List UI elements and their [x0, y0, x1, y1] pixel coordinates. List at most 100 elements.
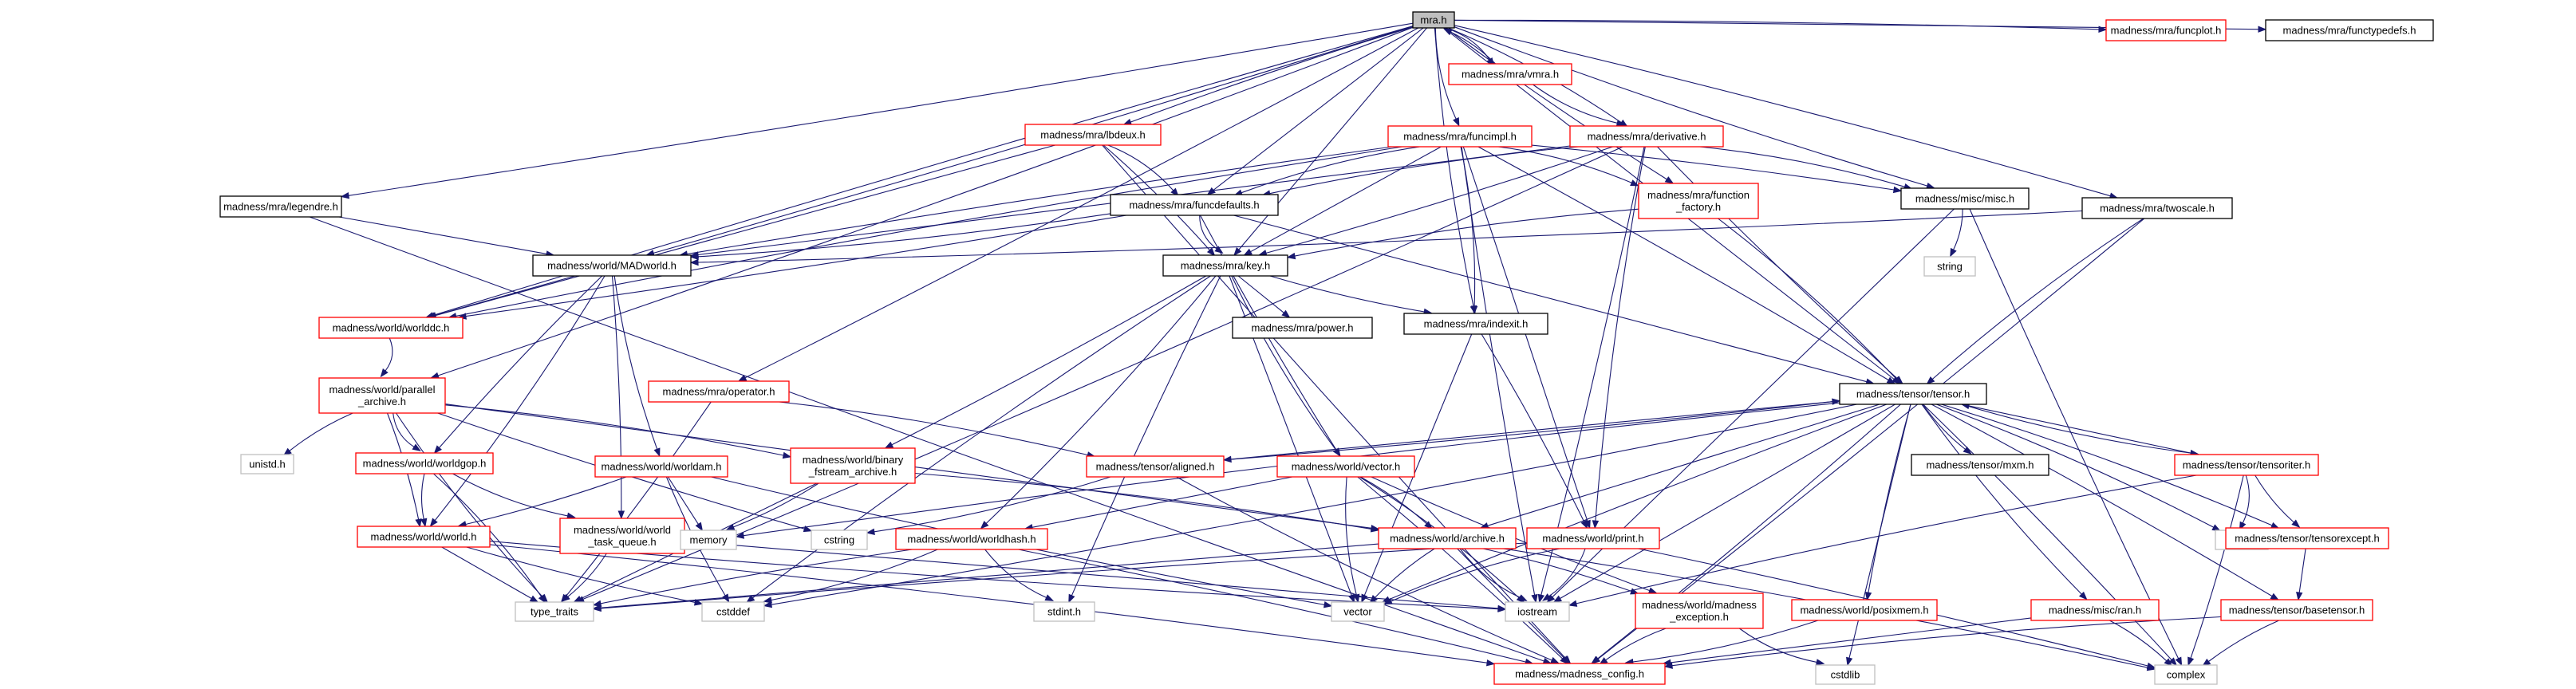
- arrowhead: [1531, 593, 1538, 604]
- node-box: [318, 377, 446, 414]
- node-layer: mra.hmadness/mra/vmra.hmadness/mra/funcp…: [219, 11, 2434, 685]
- node-misc[interactable]: madness/misc/misc.h: [1900, 187, 2030, 210]
- node-box: [357, 526, 491, 548]
- edge-worldam-to-memory: [667, 476, 704, 532]
- arrowhead: [2164, 658, 2173, 667]
- node-tensoriter[interactable]: madness/tensor/tensoriter.h: [2174, 454, 2319, 476]
- node-binary-fstream[interactable]: madness/world/binary_fstream_archive.h: [790, 447, 916, 484]
- node-mxm[interactable]: madness/tensor/mxm.h: [1911, 454, 2049, 476]
- node-label: vector: [1343, 606, 1372, 618]
- node-label: madness/tensor/mxm.h: [1926, 459, 2034, 471]
- arrowhead: [1550, 656, 1560, 664]
- node-funcimpl[interactable]: madness/mra/funcimpl.h: [1387, 125, 1533, 148]
- arrowhead: [566, 512, 576, 519]
- node-box: [1839, 383, 1987, 405]
- node-tensorexcept[interactable]: madness/tensor/tensorexcept.h: [2225, 527, 2389, 549]
- node-vector-h[interactable]: madness/world/vector.h: [1276, 455, 1415, 478]
- node-legendre[interactable]: madness/mra/legendre.h: [219, 195, 342, 218]
- edge-key-to-indexit: [1269, 275, 1433, 316]
- arrowhead: [412, 443, 421, 451]
- node-worlddc[interactable]: madness/world/worlddc.h: [318, 317, 464, 339]
- arrowhead: [746, 595, 755, 604]
- edge-tensor-to-aligned: [1222, 400, 1840, 463]
- node-aligned[interactable]: madness/tensor/aligned.h: [1086, 455, 1225, 478]
- arrowhead: [2296, 591, 2303, 601]
- arrowhead: [866, 528, 875, 535]
- arrowhead: [538, 594, 546, 604]
- node-world[interactable]: madness/world/world.h: [357, 526, 491, 548]
- node-label: madness/mra/vmra.h: [1462, 69, 1559, 81]
- arrowhead: [884, 441, 894, 449]
- node-label: madness/mra/legendre.h: [223, 201, 338, 213]
- arrowhead: [735, 532, 744, 539]
- node-worldam[interactable]: madness/world/worldam.h: [594, 455, 728, 478]
- node-label: iostream: [1517, 606, 1557, 618]
- node-function-factory[interactable]: madness/mra/function_factory.h: [1638, 183, 1759, 219]
- edge-mra-to-funcplot: [1454, 19, 2108, 33]
- node-label: memory: [690, 534, 728, 546]
- node-parallel-archive[interactable]: madness/world/parallel_archive.h: [318, 377, 446, 414]
- arrowhead: [1592, 520, 1600, 530]
- edge-lbdeux-to-madness_config: [1102, 144, 1572, 664]
- arrowhead: [2270, 593, 2279, 600]
- node-vmra[interactable]: madness/mra/vmra.h: [1448, 63, 1572, 85]
- node-label: cstring: [824, 534, 854, 546]
- edge-parallel_archive-to-worldgop: [393, 412, 421, 451]
- arrowhead: [433, 445, 442, 455]
- node-box: [701, 601, 765, 622]
- edge-mra-to-twoscale: [1454, 25, 2119, 199]
- edge-funcdefaults-to-madworld: [689, 213, 1111, 261]
- node-key[interactable]: madness/mra/key.h: [1162, 254, 1288, 277]
- arrowhead: [573, 596, 582, 603]
- node-functypedefs[interactable]: madness/mra/functypedefs.h: [2265, 19, 2434, 41]
- node-lbdeux[interactable]: madness/mra/lbdeux.h: [1024, 124, 1162, 146]
- node-derivative[interactable]: madness/mra/derivative.h: [1569, 125, 1724, 148]
- node-label: madness/madness_config.h: [1515, 668, 1644, 680]
- node-madworld[interactable]: madness/world/MADworld.h: [532, 254, 692, 277]
- edge-archive-to-vector_std: [1369, 548, 1435, 604]
- node-archive[interactable]: madness/world/archive.h: [1378, 527, 1517, 549]
- edge-misc-to-complex: [1969, 208, 2183, 667]
- node-label: madness/world/worldam.h: [601, 461, 721, 473]
- node-twoscale[interactable]: madness/mra/twoscale.h: [2081, 197, 2233, 219]
- node-vector-std: vector: [1331, 601, 1385, 622]
- edge-worldam-to-world: [457, 476, 627, 528]
- node-box: [1911, 454, 2049, 476]
- node-box: [1232, 317, 1373, 339]
- node-ran[interactable]: madness/misc/ran.h: [2030, 599, 2160, 621]
- node-label: madness/world/world.h: [371, 531, 477, 543]
- edge-print-to-vector_std: [1383, 548, 1560, 605]
- node-label: madness/world/parallel: [329, 384, 436, 396]
- node-tensor[interactable]: madness/tensor/tensor.h: [1839, 383, 1987, 405]
- node-funcplot[interactable]: madness/mra/funcplot.h: [2105, 19, 2227, 41]
- node-basetensor[interactable]: madness/tensor/basetensor.h: [2220, 599, 2373, 621]
- node-worldhash[interactable]: madness/world/worldhash.h: [895, 528, 1048, 550]
- edge-tensoriter-to-complex: [2187, 474, 2244, 667]
- node-box: [1526, 527, 1660, 549]
- arrowhead: [2098, 26, 2108, 33]
- arrowhead: [1580, 519, 1588, 530]
- node-madness-config[interactable]: madness/madness_config.h: [1493, 663, 1666, 685]
- node-indexit[interactable]: madness/mra/indexit.h: [1403, 313, 1548, 335]
- node-label: complex: [2167, 669, 2206, 681]
- node-world-task-queue[interactable]: madness/world/world_task_queue.h: [559, 518, 685, 554]
- node-label: madness/mra/power.h: [1252, 322, 1354, 334]
- node-operator[interactable]: madness/mra/operator.h: [648, 380, 790, 403]
- node-box: [2174, 454, 2319, 476]
- node-cstddef: cstddef: [701, 601, 765, 622]
- node-funcdefaults[interactable]: madness/mra/funcdefaults.h: [1110, 194, 1279, 216]
- arrowhead: [1892, 186, 1903, 194]
- node-madness-exception[interactable]: madness/world/madness_exception.h: [1635, 593, 1764, 629]
- edge-function_factory-to-tensor: [1718, 218, 1902, 385]
- node-power[interactable]: madness/mra/power.h: [1232, 317, 1373, 339]
- node-posixmem[interactable]: madness/world/posixmem.h: [1791, 599, 1938, 621]
- arrowhead: [1542, 593, 1552, 601]
- arrowhead: [1815, 659, 1825, 666]
- node-box: [1403, 313, 1548, 335]
- edge-madness_exception-to-cstdlib: [1738, 628, 1825, 666]
- edge-twoscale-to-tensor: [1926, 218, 2144, 385]
- edge-lbdeux-to-worlddc: [427, 144, 1055, 319]
- arrowhead: [1453, 117, 1460, 127]
- node-worldgop[interactable]: madness/world/worldgop.h: [355, 452, 494, 474]
- node-print[interactable]: madness/world/print.h: [1526, 527, 1660, 549]
